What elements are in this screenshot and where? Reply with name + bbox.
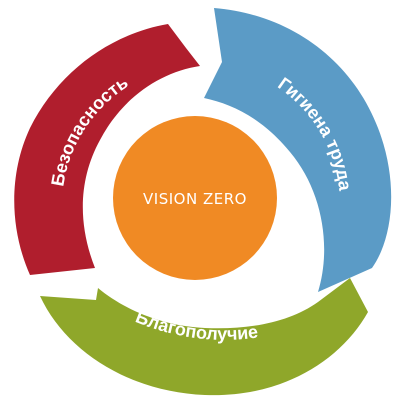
- center-circle: [113, 116, 277, 280]
- segment-wellbeing: [40, 278, 368, 396]
- segment-occupational-hygiene: [204, 8, 392, 292]
- center-label: VISION ZERO: [143, 190, 247, 208]
- segment-safety: [14, 24, 200, 275]
